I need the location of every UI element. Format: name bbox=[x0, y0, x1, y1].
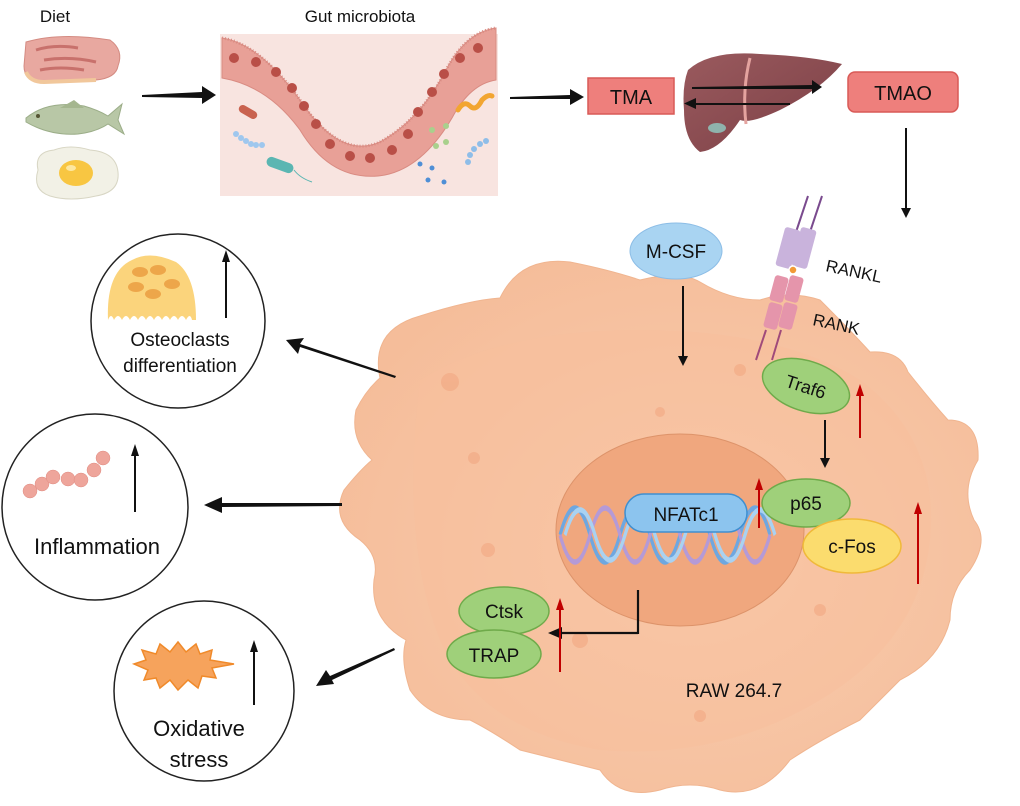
p65-label: p65 bbox=[790, 494, 822, 515]
arrow-nfatc1-to-targets bbox=[548, 590, 640, 639]
inflammation-label: Inflammation bbox=[34, 534, 160, 559]
traf6-node: Traf6 bbox=[761, 357, 851, 415]
diet-title: Diet bbox=[40, 7, 71, 26]
nfatc1-node: NFATc1 bbox=[624, 493, 748, 533]
arrow-cell-to-osteoclasts bbox=[286, 338, 396, 378]
tma-label: TMA bbox=[610, 87, 653, 109]
rankl-rank-receptor-icon bbox=[755, 195, 823, 361]
arrow-tmao-down bbox=[901, 128, 911, 218]
fish-icon bbox=[25, 100, 126, 136]
ctsk-label: Ctsk bbox=[485, 602, 524, 623]
cfos-node: c-Fos bbox=[802, 518, 902, 574]
tma-box: TMA bbox=[587, 77, 675, 115]
ctsk-node: Ctsk bbox=[458, 586, 550, 636]
arrow-gut-to-tma bbox=[510, 89, 584, 105]
osteoclasts-label-line2: differentiation bbox=[123, 356, 237, 377]
p65-node: p65 bbox=[761, 478, 851, 528]
arrow-diet-to-gut bbox=[142, 86, 216, 104]
oxidative-up-arrow-icon bbox=[250, 640, 258, 705]
oxidative-stress-outcome: Oxidative stress bbox=[113, 600, 295, 782]
arrow-cell-to-inflammation bbox=[204, 497, 342, 513]
cfos-label: c-Fos bbox=[828, 537, 876, 558]
osteoclasts-outcome: Osteoclasts differentiation bbox=[90, 233, 266, 409]
stressed-cell-icon bbox=[131, 640, 235, 692]
gut-microbiota-illustration bbox=[220, 26, 498, 196]
trap-label: TRAP bbox=[469, 646, 520, 667]
rankl-label: RANKL bbox=[824, 256, 883, 286]
nfatc1-up-arrow-icon bbox=[755, 478, 763, 528]
tmao-label: TMAO bbox=[874, 83, 932, 105]
inflammation-outcome: Inflammation bbox=[1, 413, 189, 601]
oxidative-label-line1: Oxidative bbox=[153, 716, 245, 741]
arrow-tmao-to-tma bbox=[684, 98, 790, 109]
traf6-up-arrow-icon bbox=[856, 384, 864, 438]
meat-icon bbox=[23, 35, 121, 85]
oxidative-label-line2: stress bbox=[170, 747, 229, 772]
arrow-tma-to-tmao bbox=[692, 80, 822, 94]
targets-up-arrow-icon bbox=[556, 598, 564, 672]
osteoclast-cell-icon bbox=[107, 255, 196, 320]
liver-icon bbox=[683, 53, 842, 152]
mcsf-label: M-CSF bbox=[646, 242, 706, 263]
nfatc1-label: NFATc1 bbox=[653, 505, 718, 526]
trap-node: TRAP bbox=[446, 629, 542, 679]
osteoclasts-up-arrow-icon bbox=[222, 250, 230, 318]
inflammation-up-arrow-icon bbox=[131, 444, 139, 512]
mcsf-node: M-CSF bbox=[629, 222, 723, 280]
gut-title: Gut microbiota bbox=[305, 7, 416, 26]
bacteria-chain-icon bbox=[22, 450, 111, 499]
cfos-up-arrow-icon bbox=[914, 502, 922, 584]
tmao-box: TMAO bbox=[847, 71, 959, 113]
osteoclasts-label-line1: Osteoclasts bbox=[130, 330, 229, 351]
arrow-traf6-down bbox=[820, 420, 830, 468]
arrow-mcsf-down bbox=[678, 286, 688, 366]
cell-line-label: RAW 264.7 bbox=[686, 681, 782, 702]
egg-icon bbox=[36, 146, 119, 200]
arrow-cell-to-oxidative-stress bbox=[316, 648, 395, 686]
